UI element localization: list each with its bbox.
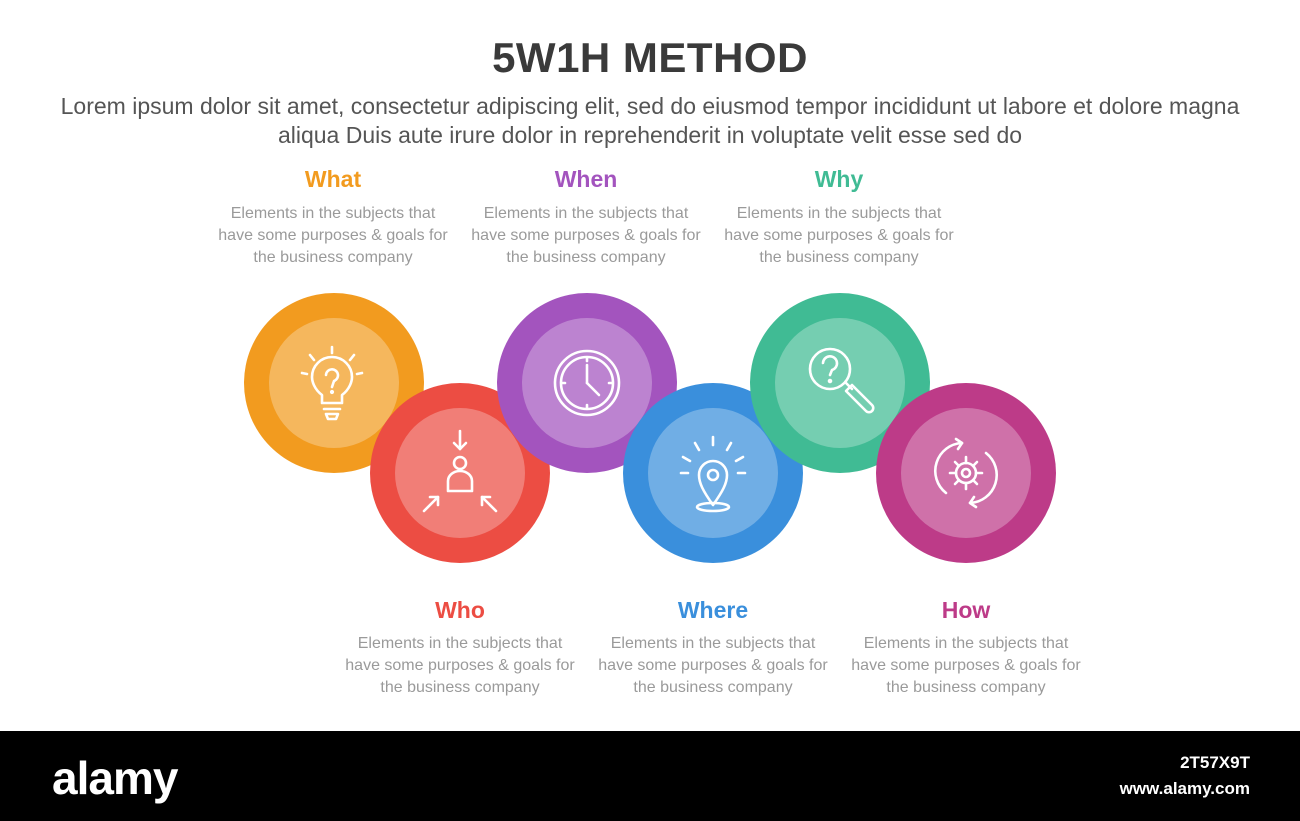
footer-site: www.alamy.com <box>1119 779 1250 798</box>
desc-why: Elements in the subjects that have some … <box>724 205 954 266</box>
label-how: How <box>941 597 991 623</box>
footer-bar: alamy 2T57X9T www.alamy.com <box>0 731 1300 821</box>
desc-who: Elements in the subjects that have some … <box>345 635 575 696</box>
circle-when <box>497 293 677 473</box>
footer-logo: alamy <box>52 752 178 804</box>
label-when: When <box>554 166 618 192</box>
gear-cycle-icon <box>916 423 1016 523</box>
location-pin-icon <box>663 423 763 523</box>
desc-how: Elements in the subjects that have some … <box>851 635 1081 696</box>
label-what: What <box>304 166 362 192</box>
page-title: 5W1H METHOD <box>492 34 808 81</box>
label-who: Who <box>435 597 485 623</box>
label-why: Why <box>814 166 864 192</box>
desc-where: Elements in the subjects that have some … <box>598 635 828 696</box>
circle-why <box>750 293 930 473</box>
circle-how <box>876 383 1056 563</box>
lightbulb-question-icon <box>284 333 384 433</box>
person-arrows-icon <box>410 423 510 523</box>
desc-what: Elements in the subjects that have some … <box>218 205 448 266</box>
clock-icon <box>537 333 637 433</box>
desc-when: Elements in the subjects that have some … <box>471 205 701 266</box>
page-subtitle: Lorem ipsum dolor sit amet, consectetur … <box>60 93 1240 148</box>
circle-what <box>244 293 424 473</box>
magnifier-question-icon <box>790 333 890 433</box>
footer-stock-id: 2T57X9T <box>1180 753 1250 772</box>
label-where: Where <box>677 597 749 623</box>
